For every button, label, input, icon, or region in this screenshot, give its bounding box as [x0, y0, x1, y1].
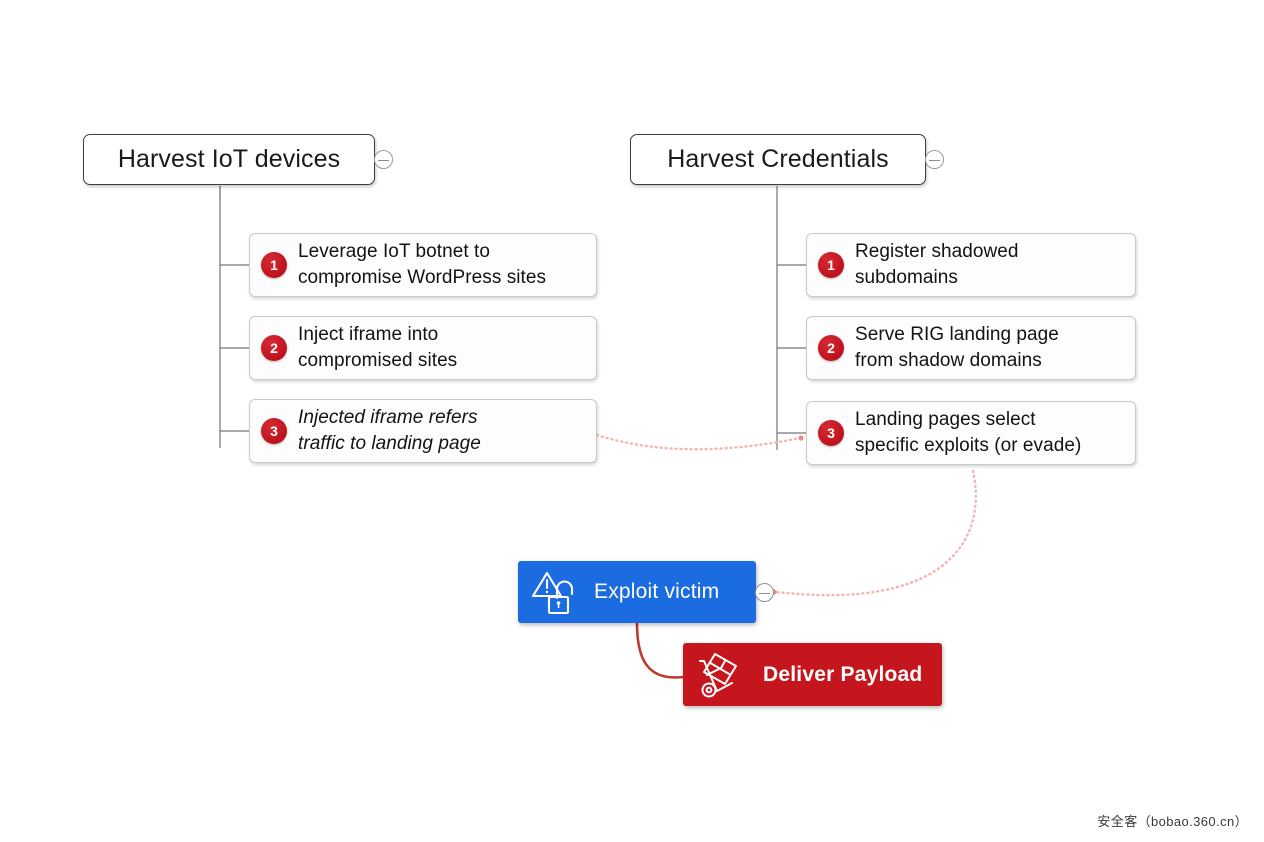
child-text-line: Injected iframe refers — [298, 407, 478, 428]
child-text-right-1: Register shadowed subdomains — [855, 239, 1019, 291]
dotted-connector-right-to-exploit — [771, 469, 978, 597]
child-text-left-1: Leverage IoT botnet to compromise WordPr… — [298, 239, 546, 291]
step-badge-1: 1 — [818, 252, 844, 278]
step-badge-1: 1 — [261, 252, 287, 278]
child-text-right-2: Serve RIG landing page from shadow domai… — [855, 322, 1059, 374]
root-label-harvest-iot: Harvest IoT devices — [117, 145, 341, 173]
stage-node-exploit-victim[interactable]: Exploit victim — [518, 561, 756, 623]
child-node-left-1[interactable]: 1 Leverage IoT botnet to compromise Word… — [249, 233, 597, 297]
child-node-right-3[interactable]: 3 Landing pages select specific exploits… — [806, 401, 1136, 465]
child-text-line: Landing pages select — [855, 409, 1036, 430]
root-node-harvest-iot[interactable]: Harvest IoT devices — [83, 134, 375, 185]
child-text-line: compromise WordPress sites — [298, 267, 547, 288]
step-badge-3: 3 — [818, 420, 844, 446]
child-text-line: traffic to landing page — [298, 433, 481, 454]
stage-node-deliver-payload[interactable]: Deliver Payload — [683, 643, 942, 706]
watermark-text: 安全客（bobao.360.cn） — [1097, 814, 1248, 829]
child-text-line: specific exploits (or evade) — [855, 435, 1082, 456]
child-text-line: Leverage IoT botnet to — [298, 241, 490, 262]
dotted-connector-left-to-right — [595, 433, 804, 451]
child-text-line: from shadow domains — [855, 350, 1042, 371]
step-badge-2: 2 — [261, 335, 287, 361]
child-text-line: Register shadowed — [855, 241, 1019, 262]
child-text-left-2: Inject iframe into compromised sites — [298, 322, 457, 374]
root-label-harvest-credentials: Harvest Credentials — [667, 145, 889, 173]
solid-connector-exploit-to-payload — [635, 621, 685, 679]
stage-label-deliver-payload: Deliver Payload — [763, 662, 923, 686]
child-node-right-1[interactable]: 1 Register shadowed subdomains — [806, 233, 1136, 297]
child-text-line: compromised sites — [298, 350, 458, 371]
root-node-harvest-credentials[interactable]: Harvest Credentials — [630, 134, 926, 185]
collapse-minus-icon-harvest-credentials[interactable] — [925, 150, 944, 169]
step-badge-2: 2 — [818, 335, 844, 361]
warning-triangle-open-padlock-icon — [530, 568, 584, 616]
child-text-line: subdomains — [855, 267, 958, 288]
child-text-line: Serve RIG landing page — [855, 324, 1059, 345]
tree-lines-right — [776, 186, 806, 450]
step-badge-3: 3 — [261, 418, 287, 444]
child-node-right-2[interactable]: 2 Serve RIG landing page from shadow dom… — [806, 316, 1136, 380]
child-node-left-3[interactable]: 3 Injected iframe refers traffic to land… — [249, 399, 597, 463]
child-text-left-3: Injected iframe refers traffic to landin… — [298, 405, 481, 457]
stage-label-exploit-victim: Exploit victim — [594, 580, 720, 603]
hand-truck-box-icon — [695, 650, 747, 700]
tree-lines-left — [219, 186, 249, 448]
collapse-minus-icon-exploit-victim[interactable] — [755, 583, 774, 602]
child-node-left-2[interactable]: 2 Inject iframe into compromised sites — [249, 316, 597, 380]
collapse-minus-icon-harvest-iot[interactable] — [374, 150, 393, 169]
child-text-right-3: Landing pages select specific exploits (… — [855, 407, 1081, 459]
child-text-line: Inject iframe into — [298, 324, 439, 345]
